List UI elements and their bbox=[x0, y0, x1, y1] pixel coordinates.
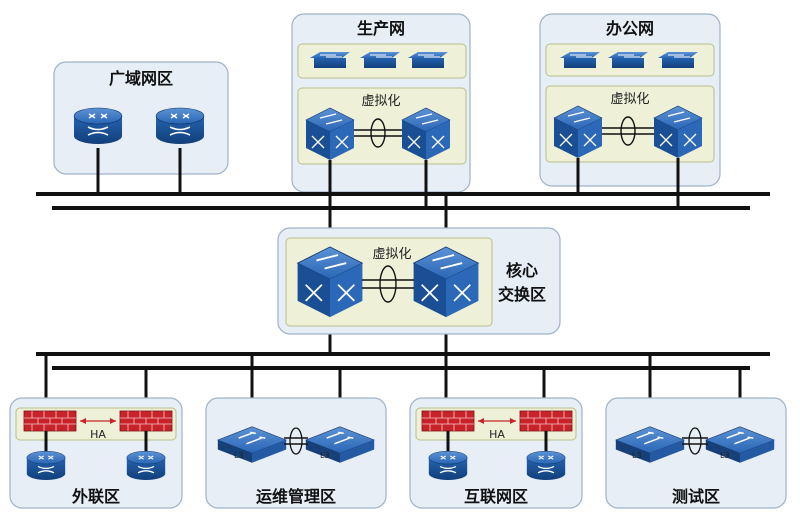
zone-ops-label: 运维管理区 bbox=[256, 487, 336, 506]
zone-ops: L3 L3 运维管理区 bbox=[205, 397, 387, 509]
firewall-icon bbox=[119, 410, 173, 432]
zone-extranet-label: 外联区 bbox=[71, 487, 120, 506]
zone-core-label-line2: 交换区 bbox=[498, 285, 546, 304]
l3-label: L3 bbox=[632, 451, 642, 460]
zone-production-label: 生产网 bbox=[357, 19, 405, 38]
bottom-backbone-bus bbox=[36, 352, 770, 370]
access-switch-icon bbox=[309, 51, 351, 69]
access-switch-icon bbox=[559, 51, 601, 69]
zone-wan: 广域网区 bbox=[53, 61, 229, 175]
zone-core-label-line1: 核心 bbox=[506, 261, 538, 280]
router-icon bbox=[126, 450, 166, 481]
router-icon bbox=[155, 107, 205, 145]
router-icon bbox=[26, 450, 66, 481]
firewall-icon bbox=[421, 410, 475, 432]
router-icon bbox=[73, 107, 123, 145]
router-icon bbox=[428, 450, 468, 481]
access-switch-icon bbox=[657, 51, 699, 69]
virtualization-label: 虚拟化 bbox=[372, 247, 411, 262]
l3-label: L3 bbox=[320, 451, 330, 460]
zone-wan-label: 广域网区 bbox=[109, 69, 173, 88]
zone-production: 生产网 虚拟化 bbox=[291, 13, 471, 193]
zone-internet-label: 互联网区 bbox=[464, 487, 528, 506]
firewall-icon bbox=[519, 410, 573, 432]
zone-extranet: HA 外联区 bbox=[9, 397, 183, 509]
zone-internet: HA 互联网区 bbox=[409, 397, 583, 509]
ha-label: HA bbox=[489, 428, 505, 441]
access-switch-icon bbox=[407, 51, 449, 69]
zone-core: 虚拟化 核心 交换区 bbox=[277, 227, 561, 335]
access-switch-icon bbox=[359, 51, 401, 69]
ha-label: HA bbox=[90, 428, 106, 441]
l3-label: L3 bbox=[234, 451, 244, 460]
firewall-icon bbox=[23, 410, 77, 432]
zone-office: 办公网 虚拟化 bbox=[539, 13, 721, 187]
top-backbone-bus bbox=[36, 192, 770, 210]
zone-test-label: 测试区 bbox=[672, 487, 720, 506]
virtualization-label: 虚拟化 bbox=[610, 92, 649, 107]
l3-label: L3 bbox=[720, 451, 730, 460]
access-switch-icon bbox=[607, 51, 649, 69]
zone-test: L3 L3 测试区 bbox=[605, 397, 787, 509]
zone-office-label: 办公网 bbox=[606, 19, 654, 38]
router-icon bbox=[526, 450, 566, 481]
virtualization-label: 虚拟化 bbox=[361, 94, 400, 109]
